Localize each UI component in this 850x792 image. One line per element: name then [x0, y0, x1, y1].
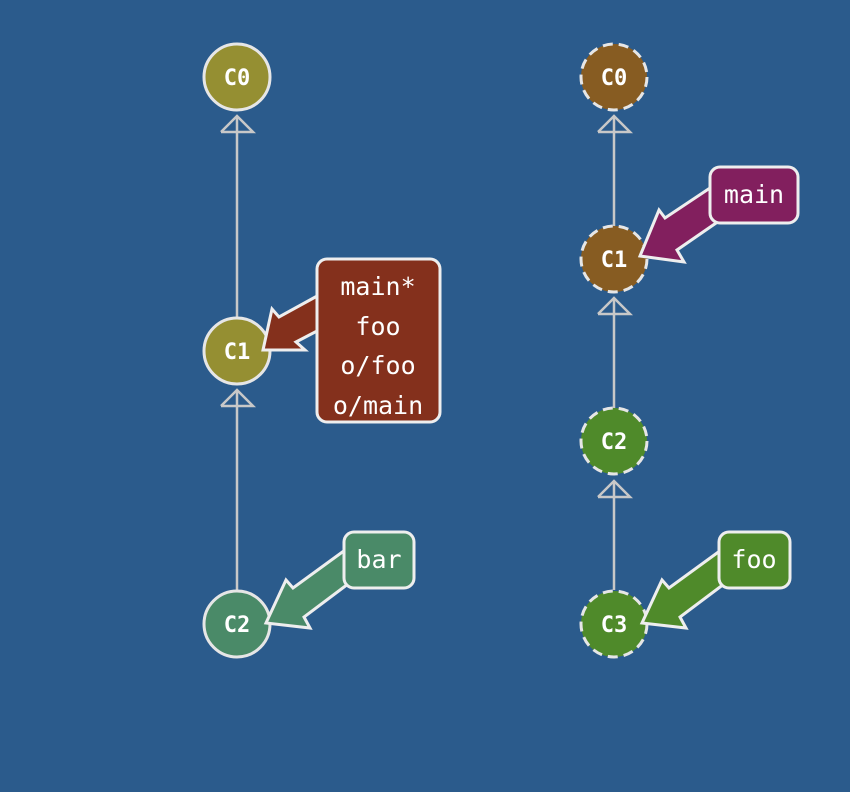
commit-label: C1: [601, 248, 628, 273]
branch-tag-local-main-group[interactable]: main* foo o/foo o/main: [261, 257, 442, 424]
branch-box: [708, 165, 800, 225]
commit-label: C0: [224, 66, 251, 91]
edge-remote-c3-c2: [597, 479, 634, 590]
branch-label-main-star: main*: [340, 272, 415, 301]
branch-box: [717, 530, 792, 590]
commit-node-local-c1[interactable]: C1: [202, 316, 272, 386]
commit-node-remote-c2[interactable]: C2: [579, 406, 649, 476]
branch-box: [315, 257, 442, 424]
edge-remote-c1-c0: [597, 114, 634, 226]
commit-label: C1: [224, 340, 251, 365]
edge-remote-c2-c1: [597, 296, 634, 408]
commit-node-remote-c1[interactable]: C1: [579, 224, 649, 294]
commit-label: C2: [601, 430, 628, 455]
edge-local-c2-c1: [220, 388, 257, 590]
branch-label-o-main: o/main: [333, 391, 423, 420]
branch-box: [342, 530, 416, 590]
commit-label: C2: [224, 613, 251, 638]
commit-label: C3: [601, 613, 628, 638]
local-repo: C0 C1 C2 main* foo o/foo o/main bar: [202, 42, 442, 659]
branch-arrow: [261, 292, 321, 352]
branch-label-main: main: [724, 180, 784, 209]
commit-node-remote-c3[interactable]: C3: [579, 589, 649, 659]
commit-node-local-c2[interactable]: C2: [202, 589, 272, 659]
branch-tag-local-bar[interactable]: bar: [263, 530, 416, 630]
branch-label-foo: foo: [731, 545, 776, 574]
edge-local-c1-c0: [220, 114, 257, 318]
branch-label-bar: bar: [356, 545, 401, 574]
remote-repo: C0 C1 C2 C3 main foo: [579, 42, 800, 659]
branch-label-foo: foo: [355, 312, 400, 341]
commit-node-remote-c0[interactable]: C0: [579, 42, 649, 112]
commit-node-local-c0[interactable]: C0: [202, 42, 272, 112]
branch-label-o-foo: o/foo: [340, 351, 415, 380]
branch-tag-remote-main[interactable]: main: [637, 165, 800, 264]
branch-tag-remote-foo[interactable]: foo: [639, 530, 792, 630]
commit-label: C0: [601, 66, 628, 91]
